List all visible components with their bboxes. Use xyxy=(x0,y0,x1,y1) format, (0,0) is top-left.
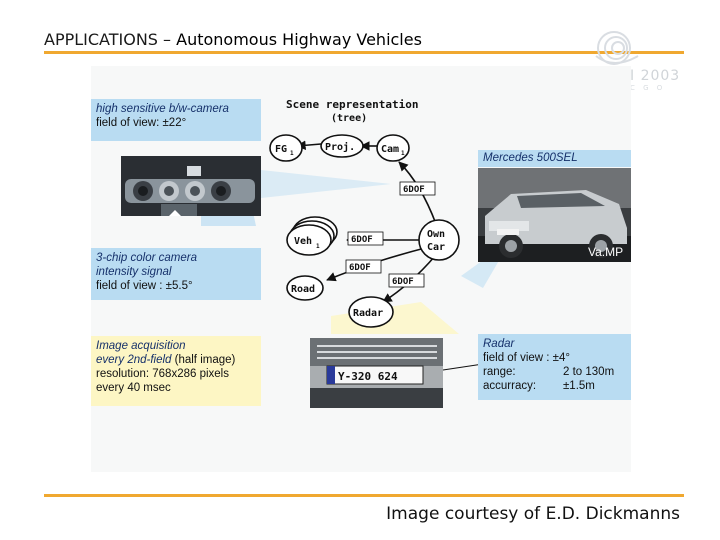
acquisition-resolution-value: 768x286 pixels xyxy=(152,368,229,380)
radar-range-value: 2 to 130m xyxy=(563,366,615,378)
camera-photo xyxy=(121,156,261,216)
radar-box: Radar field of view : ±4° range: 2 to 13… xyxy=(478,334,631,400)
node-fg-label: FG xyxy=(275,144,287,155)
color-camera-fov-value: ±5.5° xyxy=(165,280,193,292)
edge-label-road: 6DOF xyxy=(345,259,382,274)
node-cam: Cam 1 xyxy=(376,134,410,162)
vamp-label: Va.MP xyxy=(588,245,623,259)
radar-accuracy-value: ±1.5m xyxy=(563,380,595,392)
edge-label-veh-text: 6DOF xyxy=(351,235,373,245)
logo-text: I 2003 xyxy=(630,68,681,84)
color-camera-title: 3-chip color camera xyxy=(96,252,197,264)
title-prefix: APPLICATIONS – xyxy=(44,30,177,49)
acquisition-resolution-label: resolution: xyxy=(96,368,153,380)
edge-label-radar-text: 6DOF xyxy=(392,277,414,287)
mercedes-box: Mercedes 500SEL xyxy=(478,150,631,167)
node-car-label: Car xyxy=(427,242,445,253)
scene-title: Scene representation xyxy=(286,98,418,111)
node-cam-label: Cam xyxy=(381,144,399,155)
bw-camera-box: high sensitive b/w-camera field of view:… xyxy=(91,99,261,141)
license-plate-photo: Y-320 624 xyxy=(310,338,443,408)
conference-logo-icon xyxy=(595,31,639,65)
edge-label-veh: 6DOF xyxy=(347,231,384,246)
node-cam-subscript: 1 xyxy=(401,150,405,157)
figure-panel: Va.MP Y-320 624 Scene representation (tr… xyxy=(91,66,631,472)
acquisition-half-image: (half image) xyxy=(171,354,236,366)
acquisition-box: Image acquisition every 2nd-field (half … xyxy=(91,336,261,406)
radar-fov-label: field of view : xyxy=(483,352,553,364)
footer-rule xyxy=(44,494,684,497)
scene-title-sub: (tree) xyxy=(331,113,367,124)
node-veh-label: Veh xyxy=(294,236,312,247)
node-road-label: Road xyxy=(291,284,315,295)
radar-title: Radar xyxy=(483,338,515,350)
bw-camera-callout-wedge xyxy=(261,170,391,198)
edge-label-road-text: 6DOF xyxy=(349,263,371,273)
radar-fov-value: ±4° xyxy=(552,352,570,364)
node-veh: Veh 1 xyxy=(286,216,338,256)
radar-pointer-line xyxy=(442,363,484,371)
node-road: Road xyxy=(286,275,324,301)
bw-camera-fov-value: ±22° xyxy=(162,117,187,129)
node-own-car: Own Car xyxy=(418,219,460,261)
color-camera-box: 3-chip color camera intensity signal fie… xyxy=(91,248,261,300)
license-plate-text: Y-320 624 xyxy=(338,370,398,383)
mercedes-photo xyxy=(478,168,631,262)
node-fg-subscript: 1 xyxy=(290,150,294,157)
acquisition-title: Image acquisition xyxy=(96,340,186,352)
title-rule xyxy=(44,51,684,54)
node-veh-subscript: 1 xyxy=(316,243,320,250)
node-radar-label: Radar xyxy=(353,308,383,319)
acquisition-field: every 2nd-field xyxy=(96,354,172,366)
title-main: Autonomous Highway Vehicles xyxy=(176,30,422,49)
node-fg: FG 1 xyxy=(269,134,303,162)
acquisition-rate: every 40 msec xyxy=(96,382,171,394)
color-camera-signal: intensity signal xyxy=(96,266,172,278)
bw-camera-fov-label: field of view: xyxy=(96,117,163,129)
node-proj-label: Proj. xyxy=(325,141,355,153)
scene-tree-diagram: Va.MP Y-320 624 Scene representation (tr… xyxy=(121,98,631,408)
image-credit-caption: Image courtesy of E.D. Dickmanns xyxy=(386,504,680,524)
edge-label-top: 6DOF xyxy=(399,181,436,196)
slide-title: APPLICATIONS – Autonomous Highway Vehicl… xyxy=(44,30,422,49)
node-radar: Radar xyxy=(348,296,394,328)
edge-label-top-text: 6DOF xyxy=(403,185,425,195)
node-proj: Proj. xyxy=(320,134,364,158)
logo-subtext: C G O xyxy=(630,84,666,92)
bw-camera-title: high sensitive b/w-camera xyxy=(96,103,229,115)
radar-range-label: range: xyxy=(483,366,516,378)
node-own-label: Own xyxy=(427,229,445,240)
mercedes-title: Mercedes 500SEL xyxy=(483,152,578,164)
radar-accuracy-label: accurracy: xyxy=(483,380,537,392)
color-camera-fov-label: field of view : xyxy=(96,280,166,292)
edge-label-radar: 6DOF xyxy=(388,273,425,288)
